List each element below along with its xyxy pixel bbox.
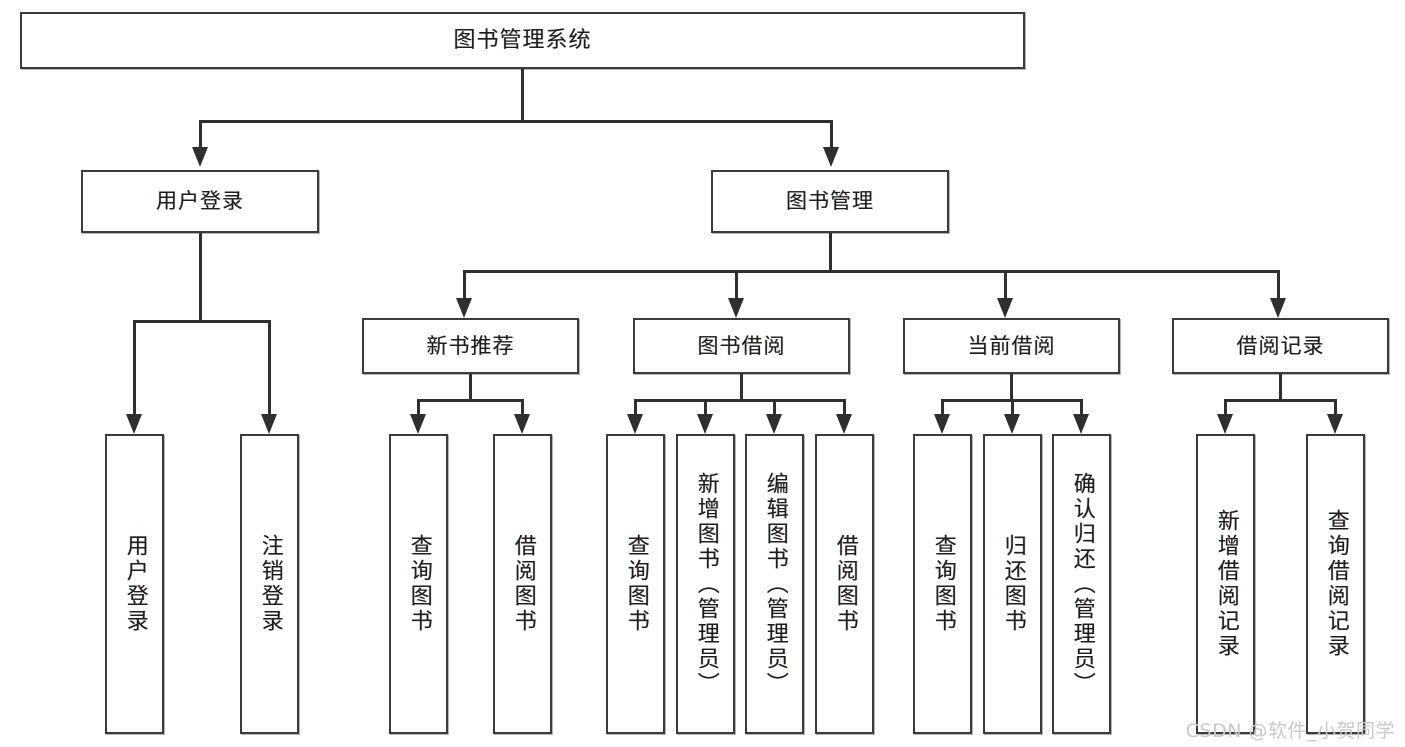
arrowhead-leaf-edit-book	[766, 414, 782, 434]
connector-userlogin-drop-2	[268, 320, 271, 414]
arrowhead-leaf-query-book-3	[934, 414, 950, 434]
arrowhead-leaf-return-book	[1004, 414, 1020, 434]
node-root-system[interactable]: 图书管理系统	[20, 12, 1025, 69]
node-book-management[interactable]: 图书管理	[711, 170, 949, 233]
node-label: 图书借阅	[697, 333, 786, 358]
arrowhead-leaf-add-record	[1217, 414, 1233, 434]
leaf-borrow-book-borrow[interactable]: 借阅图书	[815, 434, 874, 734]
leaf-logout[interactable]: 注销登录	[240, 434, 299, 734]
arrowhead-book-borrow	[728, 298, 744, 318]
node-label: 新书推荐	[426, 333, 515, 358]
leaf-return-book[interactable]: 归还图书	[983, 434, 1042, 734]
connector-userlogin-drop-1	[133, 320, 136, 414]
connector-bookmgmt-drop-4	[1277, 270, 1280, 298]
node-label: 借阅图书	[510, 534, 536, 634]
leaf-confirm-return-admin[interactable]: 确认归还（管理员）	[1052, 434, 1111, 734]
arrowhead-leaf-logout	[261, 414, 277, 434]
arrowhead-leaf-borrow-book-2	[836, 414, 852, 434]
arrowhead-leaf-user-login	[126, 414, 142, 434]
arrowhead-book-manage	[823, 147, 839, 167]
node-book-borrow[interactable]: 图书借阅	[633, 318, 850, 374]
connector-borrowrecord-drop-2	[1334, 399, 1337, 414]
node-user-login[interactable]: 用户登录	[81, 170, 319, 233]
node-label: 图书管理	[786, 189, 874, 214]
connector-bookborrow-drop-1	[634, 399, 637, 414]
leaf-add-book-admin[interactable]: 新增图书（管理员）	[676, 434, 735, 734]
node-borrow-record[interactable]: 借阅记录	[1172, 318, 1389, 374]
connector-bookmgmt-drop-3	[1004, 270, 1007, 298]
connector-bookborrow-drop-4	[843, 399, 846, 414]
arrowhead-user-login	[192, 147, 208, 167]
connector-borrowrecord-drop-1	[1224, 399, 1227, 414]
connector-bookmgmt-drop-1	[463, 270, 466, 298]
node-label: 新增图书（管理员）	[693, 471, 719, 697]
leaf-edit-book-admin[interactable]: 编辑图书（管理员）	[745, 434, 804, 734]
connector-bookborrow-stem	[740, 374, 743, 402]
arrowhead-borrow-record	[1270, 298, 1286, 318]
arrowhead-leaf-query-book-2	[627, 414, 643, 434]
node-label: 用户登录	[122, 534, 148, 634]
node-label: 归还图书	[1000, 534, 1026, 634]
connector-userlogin-bus	[133, 320, 269, 323]
connector-borrowrecord-stem	[1279, 374, 1282, 402]
connector-borrowrecord-bus	[1224, 399, 1337, 402]
arrowhead-leaf-query-book-1	[410, 414, 426, 434]
node-label: 确认归还（管理员）	[1069, 471, 1095, 697]
node-label: 查询借阅记录	[1323, 509, 1349, 659]
arrowhead-leaf-add-book	[697, 414, 713, 434]
node-label: 当前借阅	[967, 333, 1056, 358]
connector-bookmgmt-bus	[463, 270, 1280, 273]
connector-newbook-drop-2	[521, 399, 524, 414]
node-label: 图书管理系统	[453, 27, 592, 53]
arrowhead-leaf-confirm-return	[1073, 414, 1089, 434]
node-new-book-recommend[interactable]: 新书推荐	[362, 318, 579, 374]
node-label: 新增借阅记录	[1213, 509, 1239, 659]
arrowhead-new-book	[456, 298, 472, 318]
connector-currentborrow-drop-1	[941, 399, 944, 414]
connector-bookborrow-bus	[634, 399, 846, 402]
node-label: 查询图书	[623, 534, 649, 634]
node-label: 用户登录	[156, 189, 244, 214]
connector-bookborrow-drop-2	[704, 399, 707, 414]
connector-newbook-bus	[417, 399, 524, 402]
connector-bookmgmt-drop-2	[735, 270, 738, 298]
connector-root-stem	[521, 69, 524, 122]
connector-root-drop-2	[830, 120, 833, 147]
connector-bookborrow-drop-3	[773, 399, 776, 414]
connector-currentborrow-drop-3	[1080, 399, 1083, 414]
node-label: 查询图书	[930, 534, 956, 634]
connector-root-drop-1	[199, 120, 202, 147]
arrowhead-leaf-query-record	[1327, 414, 1343, 434]
node-label: 查询图书	[406, 534, 432, 634]
node-label: 注销登录	[257, 534, 283, 634]
leaf-borrow-book-newbook[interactable]: 借阅图书	[493, 434, 552, 734]
leaf-query-book-borrow[interactable]: 查询图书	[606, 434, 665, 734]
connector-root-bus	[199, 120, 833, 123]
node-label: 编辑图书（管理员）	[762, 471, 788, 697]
leaf-add-borrow-record[interactable]: 新增借阅记录	[1196, 434, 1255, 734]
connector-currentborrow-drop-2	[1011, 399, 1014, 414]
leaf-user-login[interactable]: 用户登录	[105, 434, 164, 734]
arrowhead-leaf-borrow-book-1	[514, 414, 530, 434]
connector-bookmgmt-stem	[829, 233, 832, 273]
connector-newbook-stem	[469, 374, 472, 402]
connector-newbook-drop-1	[417, 399, 420, 414]
connector-userlogin-stem	[199, 233, 202, 323]
node-label: 借阅记录	[1236, 333, 1325, 358]
node-current-borrow[interactable]: 当前借阅	[903, 318, 1120, 374]
connector-currentborrow-stem	[1010, 374, 1013, 402]
arrowhead-current-borrow	[997, 298, 1013, 318]
node-label: 借阅图书	[832, 534, 858, 634]
leaf-query-book-current[interactable]: 查询图书	[913, 434, 972, 734]
leaf-query-borrow-record[interactable]: 查询借阅记录	[1306, 434, 1365, 734]
leaf-query-book-newbook[interactable]: 查询图书	[389, 434, 448, 734]
